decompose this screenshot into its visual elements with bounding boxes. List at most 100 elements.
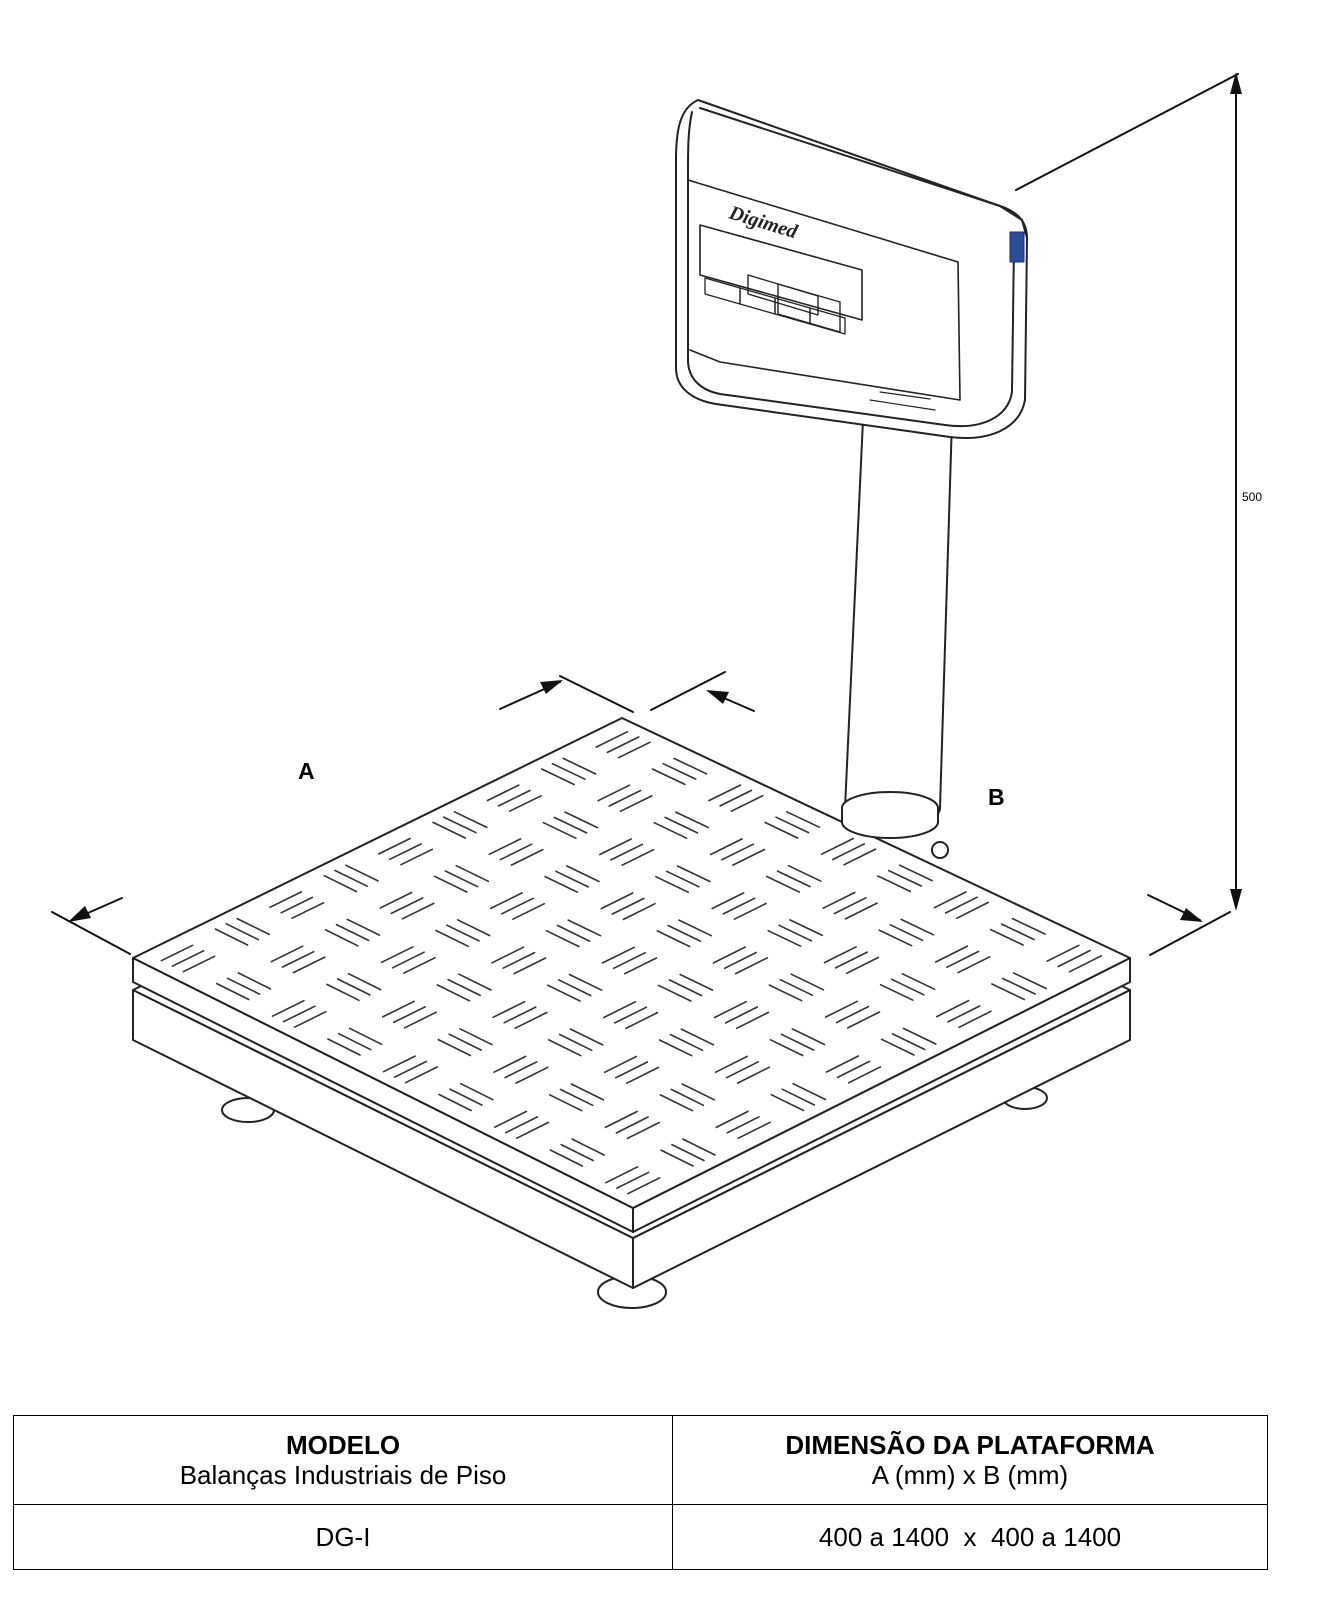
tread-bar bbox=[844, 902, 878, 920]
tread-bar bbox=[900, 918, 935, 936]
tread-bar bbox=[946, 950, 980, 969]
tread-bar bbox=[681, 1083, 716, 1101]
tread-bar bbox=[712, 946, 746, 964]
tread-bar bbox=[627, 1177, 661, 1195]
tread-bar bbox=[344, 864, 379, 882]
tread-bar bbox=[569, 1028, 604, 1046]
tread-bar bbox=[458, 973, 492, 991]
tread-bar bbox=[765, 875, 801, 893]
tread-bar bbox=[780, 1033, 815, 1051]
tread-bar bbox=[619, 795, 653, 813]
tread-bar bbox=[488, 838, 522, 856]
tread-bar bbox=[445, 924, 480, 942]
tread-bar bbox=[447, 978, 482, 997]
tread-bar bbox=[500, 897, 535, 915]
tread-bar bbox=[769, 1039, 804, 1057]
tread-bar bbox=[270, 945, 304, 963]
tread-bar bbox=[682, 1138, 716, 1156]
tread-bar bbox=[393, 1060, 428, 1078]
tread-bar bbox=[334, 869, 369, 888]
tread-bar bbox=[562, 757, 597, 775]
tread-bar bbox=[764, 821, 799, 839]
tread-bar bbox=[880, 1038, 915, 1056]
tread-bar bbox=[831, 842, 866, 861]
tread-bar bbox=[657, 984, 692, 1002]
tread-bar bbox=[824, 1000, 859, 1018]
tread-bar bbox=[843, 848, 877, 866]
tread-bar bbox=[656, 930, 691, 948]
tread-bar bbox=[392, 1005, 427, 1024]
tread-bar bbox=[622, 902, 656, 921]
tread-bar bbox=[611, 897, 645, 915]
tread-bar bbox=[323, 874, 358, 893]
tread-bar bbox=[669, 1033, 704, 1052]
tread-bar bbox=[604, 1110, 638, 1129]
tread-bar bbox=[957, 955, 991, 974]
tread-bar bbox=[433, 875, 468, 893]
tread-bar bbox=[560, 1143, 595, 1162]
tread-bar bbox=[670, 1088, 705, 1107]
tread-bar bbox=[878, 929, 913, 947]
tread-bar bbox=[502, 951, 536, 970]
tread-bar bbox=[934, 945, 969, 963]
tread-bar bbox=[790, 973, 825, 991]
tread-bar bbox=[337, 1032, 372, 1051]
tread-bar bbox=[733, 902, 767, 921]
tread-bar bbox=[1000, 923, 1035, 941]
tread-bar bbox=[730, 794, 764, 813]
header-dimension-subtitle: A (mm) x B (mm) bbox=[871, 1460, 1069, 1490]
tread-bar bbox=[667, 924, 702, 942]
tread-bar bbox=[292, 956, 326, 974]
tread-bar bbox=[567, 919, 602, 937]
tread-bar bbox=[678, 919, 713, 937]
tread-bar bbox=[887, 869, 923, 887]
tread-bar bbox=[598, 838, 633, 856]
tread-bar bbox=[902, 1027, 937, 1045]
tread-bar bbox=[989, 928, 1024, 946]
tread-bar bbox=[846, 1011, 881, 1029]
tread-bar bbox=[723, 951, 758, 970]
tread-bar bbox=[432, 821, 467, 839]
tread-bar bbox=[719, 789, 753, 807]
tread-bar bbox=[540, 768, 575, 786]
tread-bar bbox=[615, 1116, 649, 1134]
tread-bar bbox=[679, 973, 714, 991]
tread-bar bbox=[436, 984, 471, 1002]
tread-bar bbox=[1001, 977, 1036, 995]
tread-bar bbox=[326, 983, 360, 1002]
tread-bar bbox=[556, 924, 591, 942]
tread-bar bbox=[282, 1005, 316, 1023]
tread-bar bbox=[732, 848, 766, 866]
tread-bar bbox=[935, 999, 970, 1018]
tread-bar bbox=[236, 917, 271, 936]
tread-bar bbox=[382, 1055, 416, 1073]
tread-bar bbox=[381, 1000, 416, 1018]
tread-bar bbox=[402, 956, 436, 975]
tread-bar bbox=[388, 843, 423, 861]
tread-bar bbox=[570, 1083, 605, 1101]
tread-bar bbox=[787, 864, 822, 883]
tread-bar bbox=[890, 978, 925, 996]
tread-bar bbox=[453, 810, 488, 829]
tread-bar bbox=[391, 951, 425, 969]
tread-bar bbox=[493, 1110, 528, 1128]
tread-bar bbox=[347, 972, 382, 991]
tread-bar bbox=[791, 1028, 826, 1046]
tread-bar bbox=[403, 1011, 438, 1029]
tread-bar bbox=[612, 951, 647, 970]
tread-bar bbox=[778, 924, 813, 942]
specification-table: MODELO Balanças Industriais de Piso DIME… bbox=[13, 1415, 1268, 1570]
tread-bar bbox=[626, 1121, 661, 1140]
tread-bar bbox=[668, 979, 703, 997]
tread-bar bbox=[833, 896, 867, 915]
tread-bar bbox=[625, 1066, 660, 1084]
tread-bar bbox=[456, 918, 491, 937]
header-model: MODELO Balanças Industriais de Piso bbox=[13, 1415, 673, 1505]
tread-bar bbox=[1057, 949, 1091, 968]
tread-bar bbox=[390, 897, 424, 915]
tread-bar bbox=[664, 816, 699, 834]
tread-bar bbox=[737, 1121, 771, 1139]
tread-bar bbox=[336, 978, 371, 996]
tread-bar bbox=[546, 984, 581, 1002]
tread-bar bbox=[379, 891, 413, 909]
